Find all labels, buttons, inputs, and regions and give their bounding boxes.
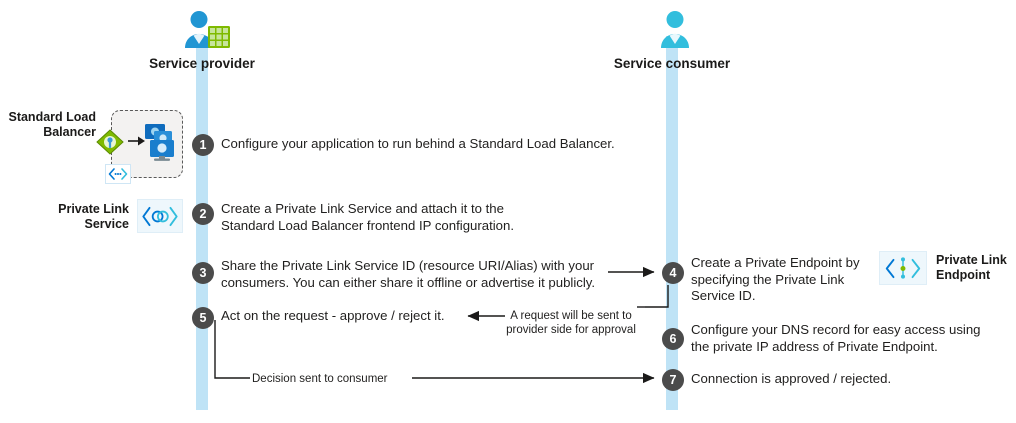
step-text-7: Connection is approved / rejected.: [691, 371, 892, 386]
actor-label-consumer: Service consumer: [613, 56, 731, 71]
standard-load-balancer-label: Standard Load Balancer: [8, 110, 96, 139]
step-text-3: Share the Private Link Service ID (resou…: [221, 258, 596, 290]
step-text-4: Create a Private Endpoint by specifying …: [691, 255, 860, 303]
private-link-service-label: Private Link Service: [58, 202, 129, 231]
arrow-right-icon: [128, 133, 146, 149]
annotation-approval-request: A request will be sent to provider side …: [506, 310, 636, 336]
step-number-4: 4: [662, 262, 684, 284]
load-balancer-icon: [94, 127, 128, 157]
step-number-1: 1: [192, 134, 214, 156]
step-text-5: Act on the request - approve / reject it…: [221, 308, 445, 323]
step-number-3: 3: [192, 262, 214, 284]
step-number-2: 2: [192, 203, 214, 225]
step-text-6: Configure your DNS record for easy acces…: [691, 322, 981, 354]
user-grid-icon: [180, 10, 234, 50]
private-link-endpoint-label: Private Link Endpoint: [936, 253, 1007, 282]
actor-label-provider: Service provider: [149, 56, 255, 71]
step-text-1: Configure your application to run behind…: [221, 136, 615, 151]
user-icon: [648, 10, 702, 50]
private-link-service-icon: [137, 199, 183, 233]
step-number-5: 5: [192, 307, 214, 329]
step-number-7: 7: [662, 369, 684, 391]
vm-stack-icon: [140, 122, 184, 164]
step-number-6: 6: [662, 328, 684, 350]
annotation-decision-sent: Decision sent to consumer: [252, 372, 412, 386]
step-text-2: Create a Private Link Service and attach…: [221, 201, 515, 233]
code-brackets-icon: [105, 164, 131, 184]
private-link-endpoint-icon: [879, 251, 927, 285]
swimlane-consumer: [666, 36, 678, 410]
